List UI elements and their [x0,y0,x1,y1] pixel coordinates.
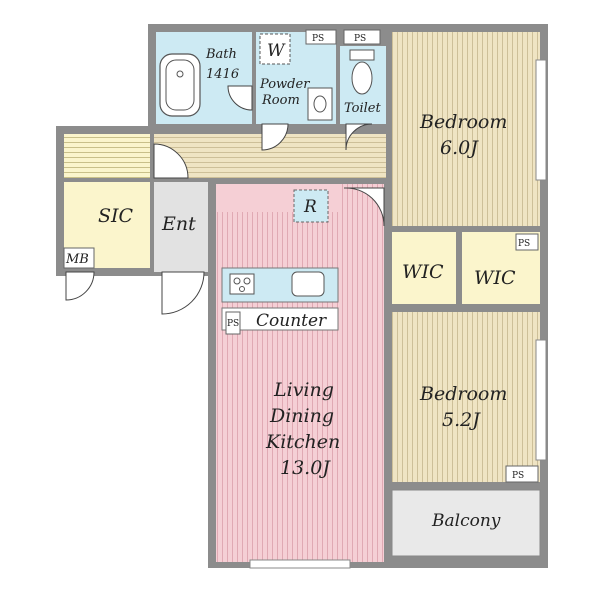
sic-shelf [64,134,150,178]
ent-label: Ent [161,213,196,235]
bedroom-2 [392,312,540,482]
hall-door-icon[interactable] [153,143,189,179]
toilet-tank-icon [349,49,375,61]
washbasin-icon [307,87,333,121]
refrigerator-label: R [303,197,317,217]
toilet-door-icon[interactable] [345,123,373,151]
bath-drain-icon [176,70,184,78]
entrance [154,182,208,272]
wic-1-label: WIC [402,261,444,283]
bathtub-inner-icon [165,59,195,111]
washbasin-bowl-icon [313,95,327,113]
wic-2-label: WIC [474,267,516,289]
toilet-label: Toilet [344,101,381,116]
bath-size-label: 1416 [206,67,239,82]
mb-label: MB [65,252,89,267]
stove-burner-icon [233,277,241,285]
ps-bedroom-2-label: PS [512,471,524,481]
bedroom-1-label: Bedroom [419,111,507,133]
ps-top-1-label: PS [312,34,324,44]
powder-label-line-1: Powder [259,77,310,92]
balcony [391,489,541,557]
bathtub-icon [159,53,201,117]
mb-box [63,247,95,269]
window-bedroom-1 [535,59,547,181]
bedroom-1-size-label: 6.0J [440,137,479,159]
bedroom-2-label: Bedroom [419,383,507,405]
ps-box-top-1 [305,29,337,45]
ldk-label-line-3: Kitchen [265,431,340,453]
ldk-label-line-2: Dining [269,405,334,427]
ldk-size-label: 13.0J [280,457,331,479]
ldk-room [216,184,384,562]
ps-kitchen-label: PS [227,319,239,329]
ps-box-bedroom-2 [505,465,539,483]
window-ldk [249,559,351,569]
window-bedroom-2 [535,339,547,461]
stove-burner-icon [239,286,245,292]
ps-box-kitchen [225,311,241,335]
counter-label: Counter [256,311,327,331]
stove-burner-icon [243,277,251,285]
refrigerator-box [293,189,329,223]
powder-label-line-2: Room [261,93,300,108]
counter-label-bar [221,307,339,331]
sink-icon [291,271,325,297]
bedroom-2-size-label: 5.2J [442,409,481,431]
bath-door-icon[interactable] [227,85,253,111]
ldk-door-icon[interactable] [343,187,385,227]
bath-label: Bath [205,47,237,62]
stove-icon [229,273,255,295]
mb-door-icon[interactable] [65,271,95,301]
balcony-label: Balcony [431,511,501,531]
ps-top-2-label: PS [354,34,366,44]
entrance-door-icon[interactable] [161,271,205,315]
ldk-label-line-1: Living [273,379,334,401]
bedroom-1 [392,32,540,226]
washer-label: W [267,41,286,61]
sic-label: SIC [98,205,134,227]
toilet-bowl-icon [351,61,373,95]
wic-1 [392,232,456,304]
washer-box [259,33,291,65]
ps-wic-label: PS [518,239,530,249]
powder-door-icon[interactable] [261,123,289,151]
ps-box-wic [515,233,539,251]
ps-box-top-2 [343,29,381,45]
